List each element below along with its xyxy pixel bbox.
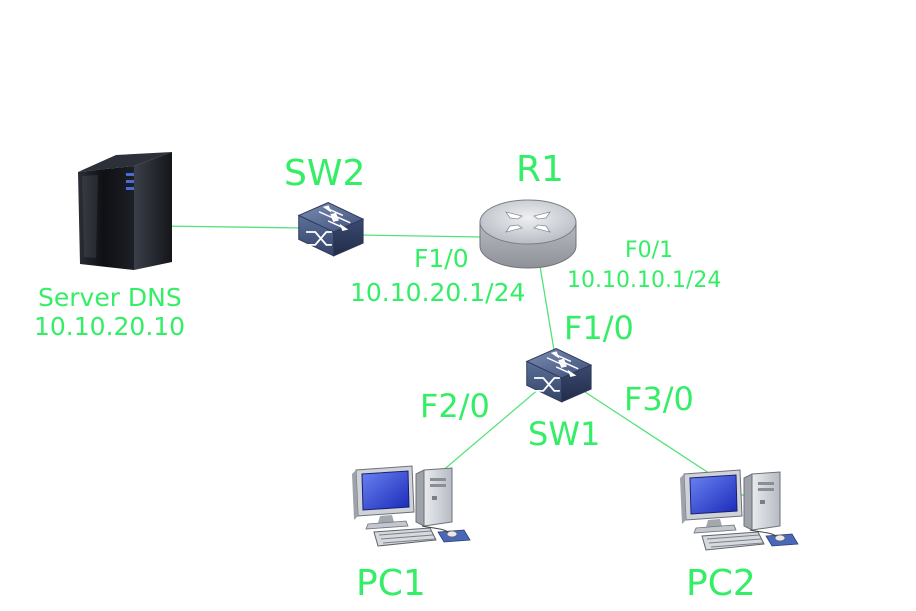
r1-f10-ip-label: 10.10.20.1/24 xyxy=(350,278,526,307)
sw2-label: SW2 xyxy=(284,153,366,194)
link-r1-sw1 xyxy=(537,253,557,363)
pc1-label: PC1 xyxy=(356,563,426,604)
link-sw1-pc1 xyxy=(433,387,541,479)
r1-label: R1 xyxy=(516,149,564,190)
server-name-label: Server DNS xyxy=(38,283,182,312)
pc2-desktop-icon xyxy=(679,469,799,551)
link-sw2-r1 xyxy=(359,234,483,238)
sw1-f30-port-label: F3/0 xyxy=(624,380,694,418)
link-server-sw2 xyxy=(159,225,306,229)
server-icon xyxy=(78,152,172,270)
pc1-desktop-icon xyxy=(351,465,471,547)
sw1-f20-port-label: F2/0 xyxy=(420,387,490,425)
sw1-f10-port-label: F1/0 xyxy=(564,309,634,347)
router-icon xyxy=(479,199,577,269)
r1-f01-ip-label: 10.10.10.1/24 xyxy=(567,268,722,293)
r1-f01-port-label: F0/1 xyxy=(625,238,674,263)
server-ip-label: 10.10.20.10 xyxy=(34,312,186,341)
switch-sw2-icon xyxy=(297,201,365,257)
r1-f10-port-label: F1/0 xyxy=(414,244,469,273)
pc2-label: PC2 xyxy=(686,563,756,604)
switch-sw1-icon xyxy=(525,347,593,403)
sw1-label: SW1 xyxy=(528,415,601,453)
